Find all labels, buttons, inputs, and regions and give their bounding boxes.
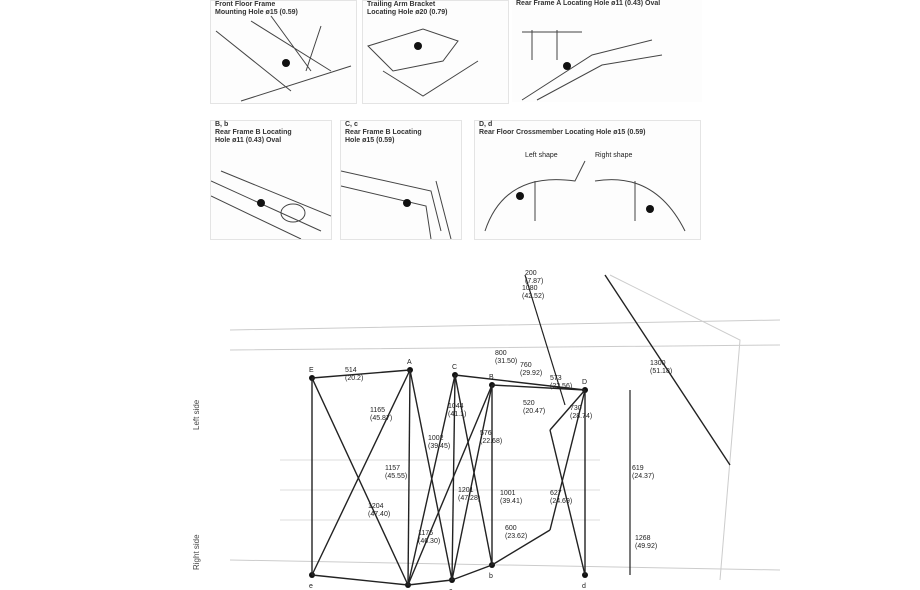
dimension-line-E-a bbox=[311, 377, 409, 586]
dimension-label: 576(22.68) bbox=[480, 430, 502, 445]
dimension-line-Y-b bbox=[491, 529, 551, 566]
left-shape-label: Left shape bbox=[525, 152, 558, 159]
dimension-label: 1165(45.87) bbox=[370, 407, 392, 422]
dimension-label: 520(20.47) bbox=[523, 400, 545, 415]
point-label-e: e bbox=[309, 583, 313, 590]
dimension-diagram: EACBDeacbd514(20.2)1165(45.87)1002(39.45… bbox=[229, 270, 781, 590]
dimension-label: 1268(49.92) bbox=[635, 535, 657, 550]
dimension-label: 1201(47.28) bbox=[458, 487, 480, 502]
point-label-b: b bbox=[489, 573, 493, 580]
dimension-label: 619(24.37) bbox=[632, 465, 654, 480]
panel-title: C, c Rear Frame B Locating Hole ø15 (0.5… bbox=[345, 121, 422, 144]
dimension-label: 573(22.56) bbox=[550, 375, 572, 390]
panel-title: Trailing Arm Bracket Locating Hole ø20 (… bbox=[367, 1, 448, 16]
point-label-A: A bbox=[407, 359, 412, 366]
dimension-label: 800(31.50) bbox=[495, 350, 517, 365]
detail-panel-rear-frame-a: Rear Frame A Locating Hole ø11 (0.43) Ov… bbox=[512, 0, 702, 102]
dimension-label: 730(28.74) bbox=[570, 405, 592, 420]
dimension-line-C-D bbox=[454, 374, 586, 391]
dimension-line-B-c bbox=[451, 384, 493, 581]
dimension-line-e-a bbox=[311, 574, 409, 586]
dimension-label: 627(24.69) bbox=[550, 490, 572, 505]
dimension-label: 514(20.2) bbox=[345, 367, 363, 382]
panel-title: Rear Frame A Locating Hole ø11 (0.43) Ov… bbox=[516, 0, 661, 7]
dimension-line-Y-D bbox=[549, 389, 586, 531]
dimension-label: 760(29.92) bbox=[520, 362, 542, 377]
dimension-line-C-b bbox=[454, 374, 493, 566]
point-label-C: C bbox=[452, 364, 457, 371]
dimension-label: 600(23.62) bbox=[505, 525, 527, 540]
dimension-label: 1176(46.30) bbox=[418, 530, 440, 545]
dimension-line-X-D bbox=[549, 389, 586, 431]
dimension-line-c-b bbox=[451, 564, 493, 581]
detail-panel-trailing-arm-bracket: Trailing Arm Bracket Locating Hole ø20 (… bbox=[362, 0, 509, 104]
dimension-label: 1204(47.40) bbox=[368, 503, 390, 518]
dimension-line-A-a bbox=[407, 369, 411, 586]
detail-panel-rear-floor-crossmember: Left shape Right shape D, d Rear Floor C… bbox=[474, 120, 701, 240]
detail-panel-rear-frame-b: B, b Rear Frame B Locating Hole ø11 (0.4… bbox=[210, 120, 332, 240]
panel-title: B, b Rear Frame B Locating Hole ø11 (0.4… bbox=[215, 121, 292, 144]
dimension-label: 1157(45.55) bbox=[385, 465, 407, 480]
point-label-E: E bbox=[309, 367, 314, 374]
detail-panel-rear-frame-b-c: C, c Rear Frame B Locating Hole ø15 (0.5… bbox=[340, 120, 462, 240]
dimension-line-top bbox=[524, 274, 566, 406]
dimension-line-A-c bbox=[409, 369, 453, 581]
dimension-line-C-a bbox=[407, 374, 456, 586]
point-label-d: d bbox=[582, 583, 586, 590]
dimension-label: 1300(51.18) bbox=[650, 360, 672, 375]
panel-title: D, d Rear Floor Crossmember Locating Hol… bbox=[479, 121, 646, 136]
dimension-label: 1044(41.1) bbox=[448, 403, 466, 418]
point-label-c: c bbox=[449, 588, 453, 590]
detail-panel-front-floor-frame: Front Floor Frame Mounting Hole ø15 (0.5… bbox=[210, 0, 357, 104]
panel-title: Front Floor Frame Mounting Hole ø15 (0.5… bbox=[215, 1, 298, 16]
dimension-line-a-c bbox=[407, 579, 453, 586]
dimension-line-B-a bbox=[407, 384, 493, 586]
point-label-D: D bbox=[582, 379, 587, 386]
dimension-label: 1002(39.45) bbox=[428, 435, 450, 450]
dimension-line-E-A bbox=[311, 369, 411, 379]
dimension-label: 1001(39.41) bbox=[500, 490, 522, 505]
dimension-line-X-d bbox=[549, 429, 586, 576]
dimension-line-diagonal bbox=[604, 274, 731, 466]
dimension-line-B-D bbox=[491, 384, 586, 391]
dimension-label: 1080(42.52) bbox=[522, 285, 544, 300]
right-shape-label: Right shape bbox=[595, 152, 632, 159]
dimension-line-A-e bbox=[311, 369, 411, 576]
frame-outline bbox=[229, 274, 781, 581]
point-label-B: B bbox=[489, 374, 494, 381]
dimension-label: 200(7.87) bbox=[525, 270, 543, 285]
